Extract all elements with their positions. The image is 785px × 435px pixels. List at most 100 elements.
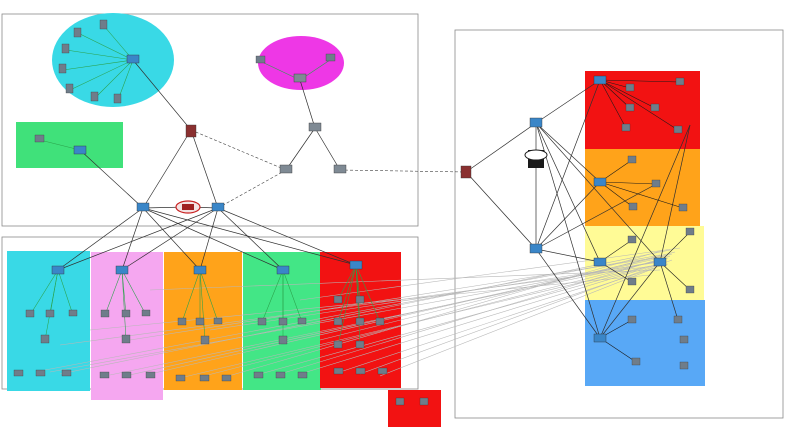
gray-links: [44, 247, 681, 379]
pc-icon: [673, 125, 683, 134]
pc-icon: [679, 335, 689, 344]
end-devices: [13, 19, 695, 406]
wireless-router-icon: [293, 73, 307, 83]
floor-switch-icon: [593, 333, 607, 343]
pc-icon: [627, 315, 637, 324]
laptop-icon: [355, 367, 366, 375]
pc-icon: [628, 202, 638, 211]
pc-icon: [121, 309, 131, 318]
laptop-icon: [175, 374, 186, 382]
laptop-icon: [297, 371, 308, 379]
floor-switch-icon: [593, 75, 607, 85]
pc-icon: [685, 227, 695, 236]
pc-icon: [625, 103, 635, 112]
laptop-icon: [377, 367, 388, 375]
pc-icon: [257, 317, 267, 326]
pc-icon: [177, 317, 187, 326]
server-icon: [278, 335, 288, 345]
pc-icon: [333, 295, 343, 304]
pc-icon: [65, 83, 74, 94]
core-links: [57, 59, 691, 339]
pc-icon: [621, 123, 631, 132]
laptop-icon: [253, 371, 264, 379]
right-region-frame: [454, 29, 784, 419]
pc-icon: [650, 103, 660, 112]
pc-icon: [675, 77, 685, 86]
pc-icon: [255, 55, 266, 64]
pc-icon: [325, 53, 336, 62]
floor-switch-icon: [653, 257, 667, 267]
pc-icon: [673, 315, 683, 324]
printer-icon: [68, 309, 78, 317]
pc-icon: [25, 309, 35, 318]
pc-icon: [61, 43, 70, 54]
pc-icon: [333, 317, 343, 326]
firewall-icon: [182, 204, 194, 210]
server-icon: [200, 335, 210, 345]
server-stack-highlight: [524, 149, 548, 161]
laptop-icon: [221, 374, 232, 382]
server-icon: [40, 334, 50, 344]
laptop-icon: [275, 371, 286, 379]
building-switches: [51, 75, 667, 343]
pc-icon: [375, 317, 385, 326]
building-switch-icon: [51, 265, 65, 275]
pc-icon: [195, 317, 205, 326]
pc-icon: [395, 397, 405, 406]
pc-icon: [419, 397, 429, 406]
router-icon: [333, 164, 347, 174]
server-icon: [121, 334, 131, 344]
pc-icon: [651, 179, 661, 188]
pc-icon: [625, 83, 635, 92]
access-links: [29, 25, 381, 346]
dashed-links: [190, 129, 467, 209]
laptop-icon: [199, 374, 210, 382]
pc-icon: [73, 27, 82, 38]
laptop-icon: [61, 369, 72, 377]
printer-icon: [141, 309, 151, 317]
pc-icon: [627, 235, 637, 244]
orange-floor-right: [585, 149, 700, 226]
pc-icon: [355, 295, 365, 304]
laptop-icon: [99, 371, 110, 379]
laptop-icon: [145, 371, 156, 379]
laptop-icon: [13, 369, 24, 377]
bottom-red-box: [388, 390, 441, 427]
pc-icon: [631, 357, 641, 366]
pc-icon: [355, 317, 365, 326]
pc-icon: [58, 63, 67, 74]
building-switch-icon: [349, 260, 363, 270]
printer-icon: [213, 317, 223, 325]
printer-icon: [297, 317, 307, 325]
building-switch-icon: [276, 265, 290, 275]
pc-icon: [100, 309, 110, 318]
pc-icon: [34, 134, 45, 143]
pc-icon: [627, 277, 637, 286]
floor-switch-icon: [593, 177, 607, 187]
core-devices: [73, 54, 548, 254]
core-switch-icon: [126, 54, 140, 64]
building-switch-icon: [115, 265, 129, 275]
laptop-icon: [121, 371, 132, 379]
floor-switch-icon: [593, 257, 607, 267]
pc-icon: [90, 91, 99, 102]
right-core-switch-icon: [529, 243, 543, 254]
building-switch-icon: [193, 265, 207, 275]
cyan-zone: [52, 13, 174, 107]
remote-router-icon: [460, 165, 472, 179]
distribution-switch-icon: [211, 202, 225, 212]
magenta-zone: [258, 36, 344, 90]
pc-icon: [333, 340, 343, 349]
green-zone: [16, 122, 123, 168]
right-core-switch-icon: [529, 117, 543, 128]
router-icon: [279, 164, 293, 174]
pc-icon: [355, 340, 365, 349]
router-icon: [308, 122, 322, 132]
pc-icon: [99, 19, 108, 30]
pc-icon: [113, 93, 122, 104]
pc-icon: [278, 317, 288, 326]
border-router-icon: [185, 124, 197, 138]
pc-icon: [45, 309, 55, 318]
access-switch-icon: [73, 145, 87, 155]
